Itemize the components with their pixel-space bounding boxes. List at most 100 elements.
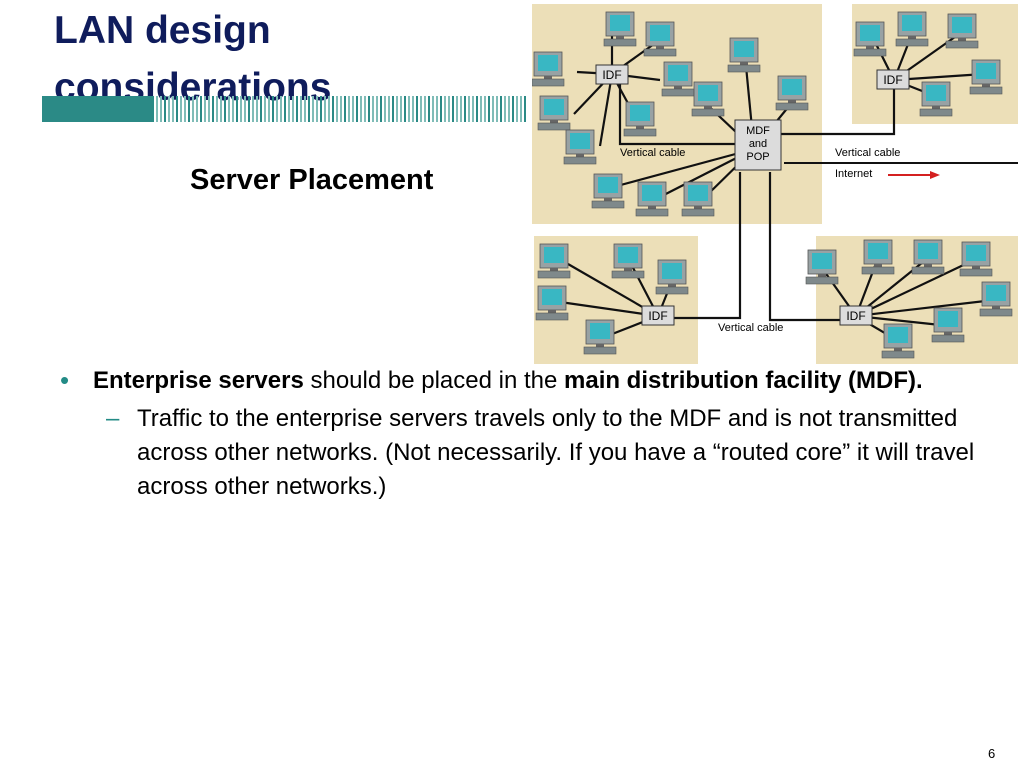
mdf-box: MDF and POP [734, 119, 782, 171]
decor-stripe [496, 96, 498, 122]
decor-stripe [420, 96, 422, 122]
computer-icon [775, 75, 809, 111]
computer-icon [861, 239, 895, 275]
plain-text: should be placed in the [303, 367, 564, 394]
decor-stripe [508, 96, 510, 122]
decor-stripe [200, 96, 202, 122]
computer-icon [535, 285, 569, 321]
idf-box-bottom-right: IDF [839, 305, 873, 326]
decor-stripe [412, 96, 414, 122]
vertical-cable-label-right: Vertical cable [835, 147, 900, 159]
decor-stripe [232, 96, 234, 122]
decor-stripe [460, 96, 462, 122]
decor-stripe [492, 96, 494, 122]
decor-stripe [340, 96, 342, 122]
idf-label: IDF [883, 73, 902, 87]
decor-stripe [440, 96, 442, 122]
decor-stripe [188, 96, 190, 122]
decor-stripe [212, 96, 214, 122]
decor-stripe [396, 96, 398, 122]
decor-stripe [332, 96, 334, 122]
decor-stripe [424, 96, 426, 122]
decor-stripe [160, 96, 162, 122]
decor-stripe [344, 96, 346, 122]
sub-bullet-item: – Traffic to the enterprise servers trav… [60, 402, 1000, 504]
decor-stripe [296, 96, 298, 122]
decor-stripe [260, 96, 262, 122]
decor-stripe [476, 96, 478, 122]
decor-stripe [244, 96, 246, 122]
decor-stripe [432, 96, 434, 122]
idf-label: IDF [648, 309, 667, 323]
decor-stripe [452, 96, 454, 122]
computer-icon [537, 95, 571, 131]
decor-stripe [520, 96, 522, 122]
decor-stripe [376, 96, 378, 122]
decor-stripe [512, 96, 514, 122]
computer-icon [895, 11, 929, 47]
mdf-label-line2: and [749, 138, 767, 150]
decor-stripe [196, 96, 198, 122]
decor-stripe [156, 96, 158, 122]
decor-stripe [500, 96, 502, 122]
idf-box-top-right: IDF [876, 69, 910, 90]
decor-stripe [268, 96, 270, 122]
decor-stripe [516, 96, 518, 122]
decor-stripe [312, 96, 314, 122]
decor-stripes [152, 96, 526, 122]
sub-bullet-text: Traffic to the enterprise servers travel… [137, 405, 975, 500]
title-decor-band [42, 96, 526, 122]
decor-stripe [348, 96, 350, 122]
computer-icon [945, 13, 979, 49]
decor-stripe [456, 96, 458, 122]
decor-stripe [468, 96, 470, 122]
computer-icon [969, 59, 1003, 95]
decor-stripe [184, 96, 186, 122]
decor-stripe [220, 96, 222, 122]
decor-stripe [404, 96, 406, 122]
decor-stripe [472, 96, 474, 122]
computer-icon [643, 21, 677, 57]
internet-arrowhead [930, 171, 940, 179]
computer-icon [611, 243, 645, 279]
idf-label: IDF [602, 68, 621, 82]
decor-stripe [224, 96, 226, 122]
decor-stripe [372, 96, 374, 122]
computer-icon [911, 239, 945, 275]
computer-icon [881, 323, 915, 359]
decor-stripe [388, 96, 390, 122]
decor-stripe [428, 96, 430, 122]
computer-icon [537, 243, 571, 279]
computer-icon [691, 81, 725, 117]
computer-icon [591, 173, 625, 209]
bold-term: Enterprise servers [93, 367, 304, 394]
computer-icon [805, 249, 839, 285]
decor-stripe [316, 96, 318, 122]
computer-group [532, 11, 1013, 359]
decor-stripe [164, 96, 166, 122]
computer-icon [583, 319, 617, 355]
decor-stripe [436, 96, 438, 122]
decor-stripe [364, 96, 366, 122]
decor-stripe [448, 96, 450, 122]
page-number: 6 [988, 746, 996, 761]
computer-icon [853, 21, 887, 57]
decor-stripe [524, 96, 526, 122]
computer-icon [603, 11, 637, 47]
decor-stripe [356, 96, 358, 122]
decor-stripe [216, 96, 218, 122]
decor-stripe [384, 96, 386, 122]
computer-icon [919, 81, 953, 117]
decor-stripe [480, 96, 482, 122]
computer-icon [532, 51, 565, 87]
decor-stripe [408, 96, 410, 122]
computer-icon [623, 101, 657, 137]
decor-stripe [328, 96, 330, 122]
computer-icon [959, 241, 993, 277]
decor-stripe [324, 96, 326, 122]
decor-stripe [288, 96, 290, 122]
decor-stripe [352, 96, 354, 122]
bullet-dot-icon: • [60, 365, 70, 395]
mdf-label-line1: MDF [746, 125, 770, 137]
slide-subtitle: Server Placement [190, 164, 434, 196]
